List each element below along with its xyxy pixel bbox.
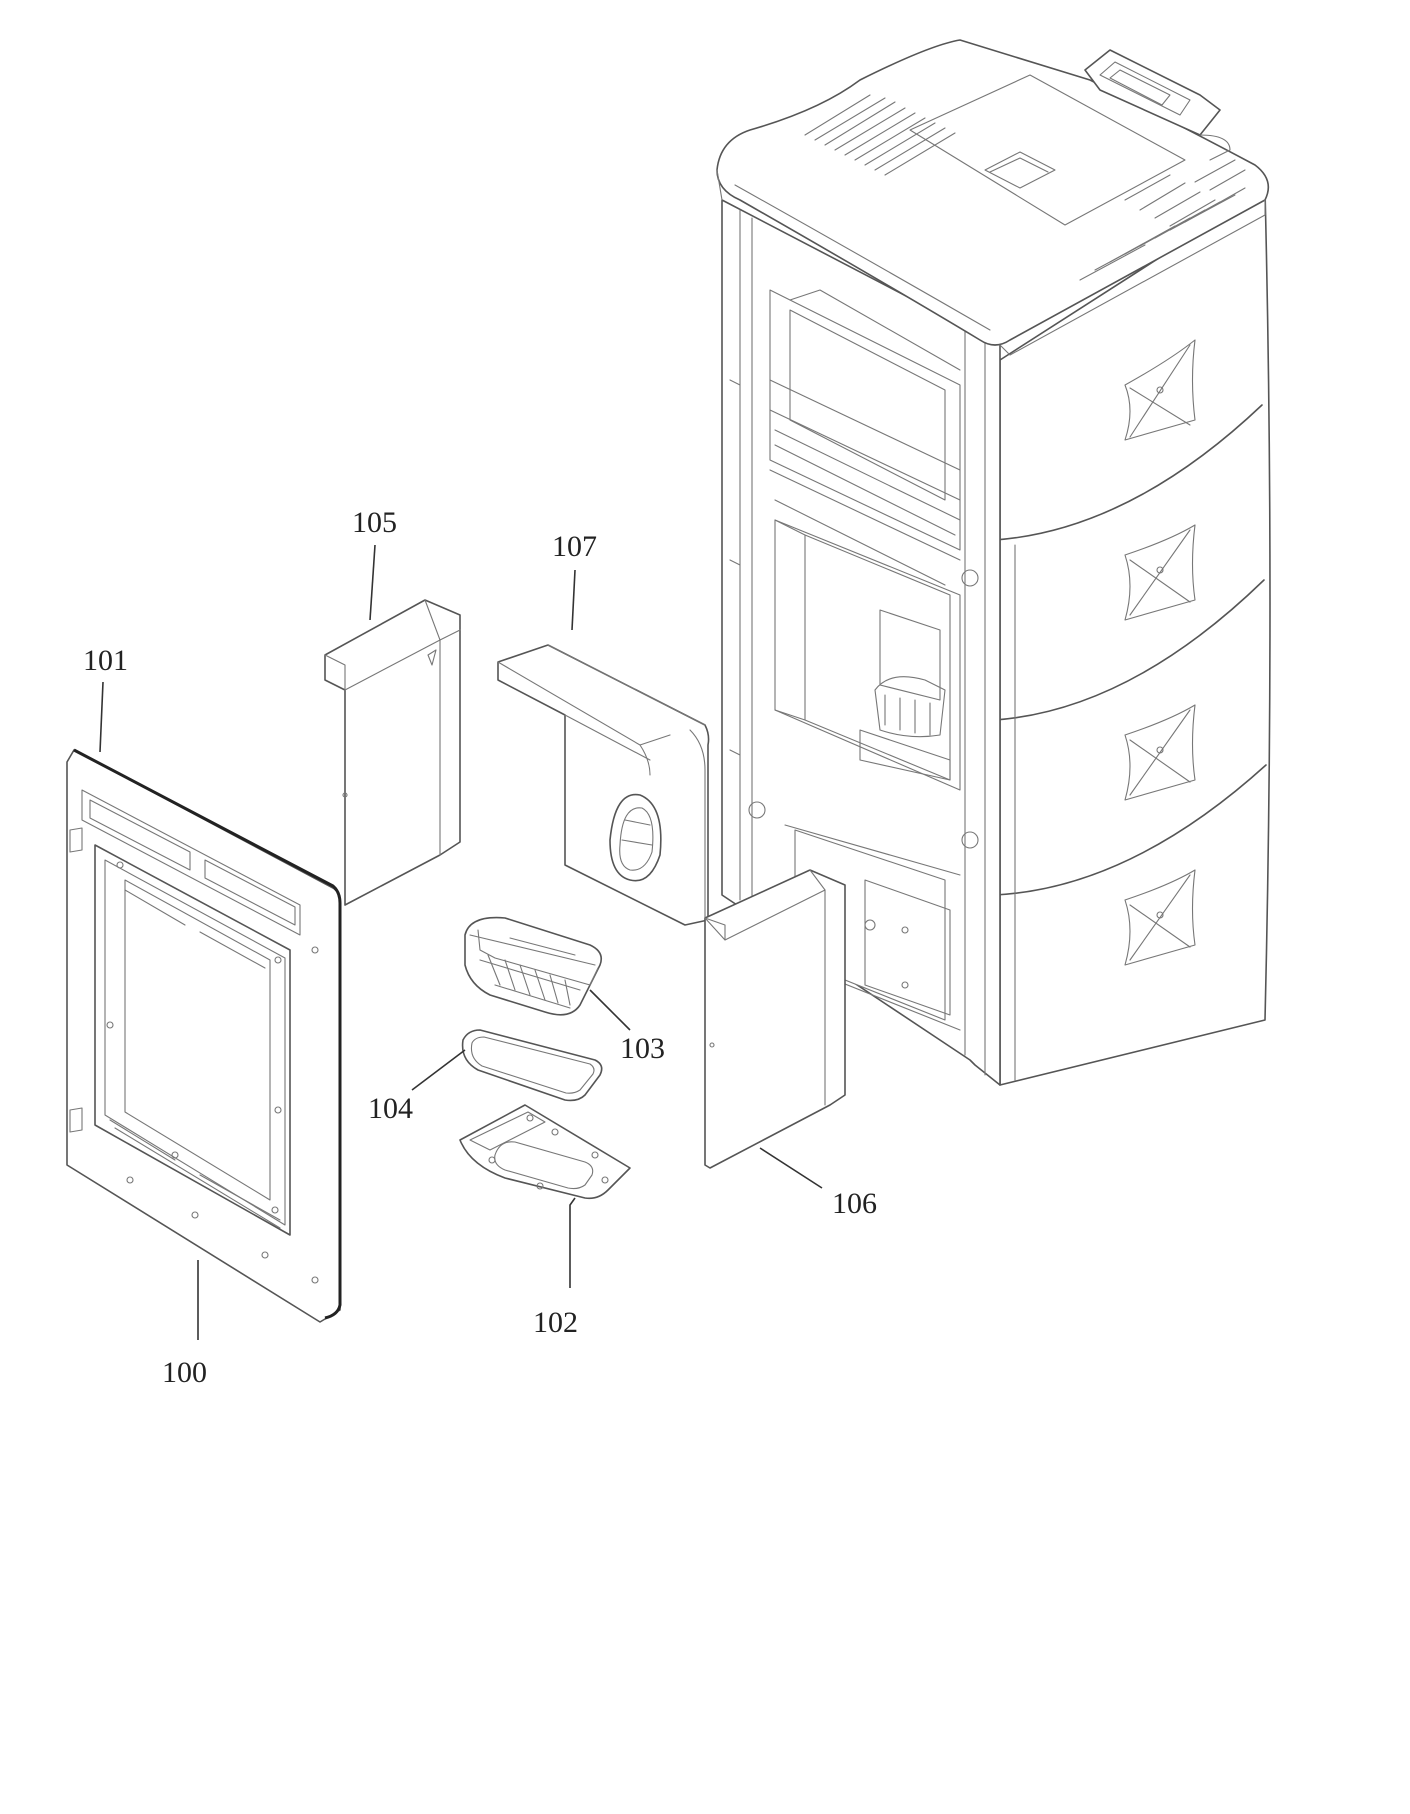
- callout-106: 106: [832, 1187, 877, 1220]
- callout-102: 102: [533, 1306, 578, 1339]
- callout-101: 101: [83, 644, 128, 677]
- callout-103: 103: [620, 1032, 665, 1065]
- stove-side-casing: [999, 189, 1271, 1086]
- part-103-burner-pot: [464, 916, 603, 1016]
- combustion-chamber: [774, 519, 961, 791]
- leader-102: [569, 1197, 576, 1288]
- callout-105: 105: [352, 506, 397, 539]
- top-vent-slots-left: [804, 94, 956, 176]
- casing-diamond-2: [1124, 524, 1196, 621]
- door-glass: [124, 879, 271, 1201]
- part-104-gasket: [461, 1029, 603, 1102]
- casing-diamond-1: [1124, 339, 1196, 441]
- part-100-door-assembly: [66, 748, 342, 1323]
- casing-panel-seam-1: [994, 404, 1263, 541]
- leader-lines: [99, 544, 823, 1340]
- door-glass-frame: [94, 844, 291, 1236]
- leader-104: [411, 1049, 466, 1091]
- part-105-side-panel: [324, 599, 461, 906]
- part-107-baffle-panel: [497, 644, 710, 926]
- casing-panel-seam-2: [994, 579, 1265, 721]
- part-102-plate: [459, 1104, 631, 1200]
- top-vent-slots-right: [1079, 159, 1246, 281]
- leader-105: [369, 544, 376, 621]
- casing-panel-seam-3: [994, 764, 1267, 896]
- callout-104: 104: [368, 1092, 413, 1125]
- callout-100: 100: [162, 1356, 207, 1389]
- baffle-oval-port: [609, 793, 662, 882]
- stove-body: [716, 39, 1271, 1086]
- leader-103: [589, 989, 631, 1031]
- door-panel: [66, 749, 342, 1323]
- leader-101: [99, 681, 104, 753]
- casing-diamond-3: [1124, 704, 1196, 801]
- display-screen: [1109, 69, 1171, 106]
- part-106-side-panel: [704, 869, 846, 1169]
- callout-107: 107: [552, 530, 597, 563]
- callout-labels: 101 100 105 107 103 104 102 106: [83, 506, 877, 1389]
- leader-107: [571, 569, 576, 631]
- part-101-door-gasket: [73, 748, 342, 1320]
- casing-diamond-4: [1124, 869, 1196, 966]
- control-panel: [1084, 49, 1231, 161]
- leader-106: [759, 1147, 823, 1189]
